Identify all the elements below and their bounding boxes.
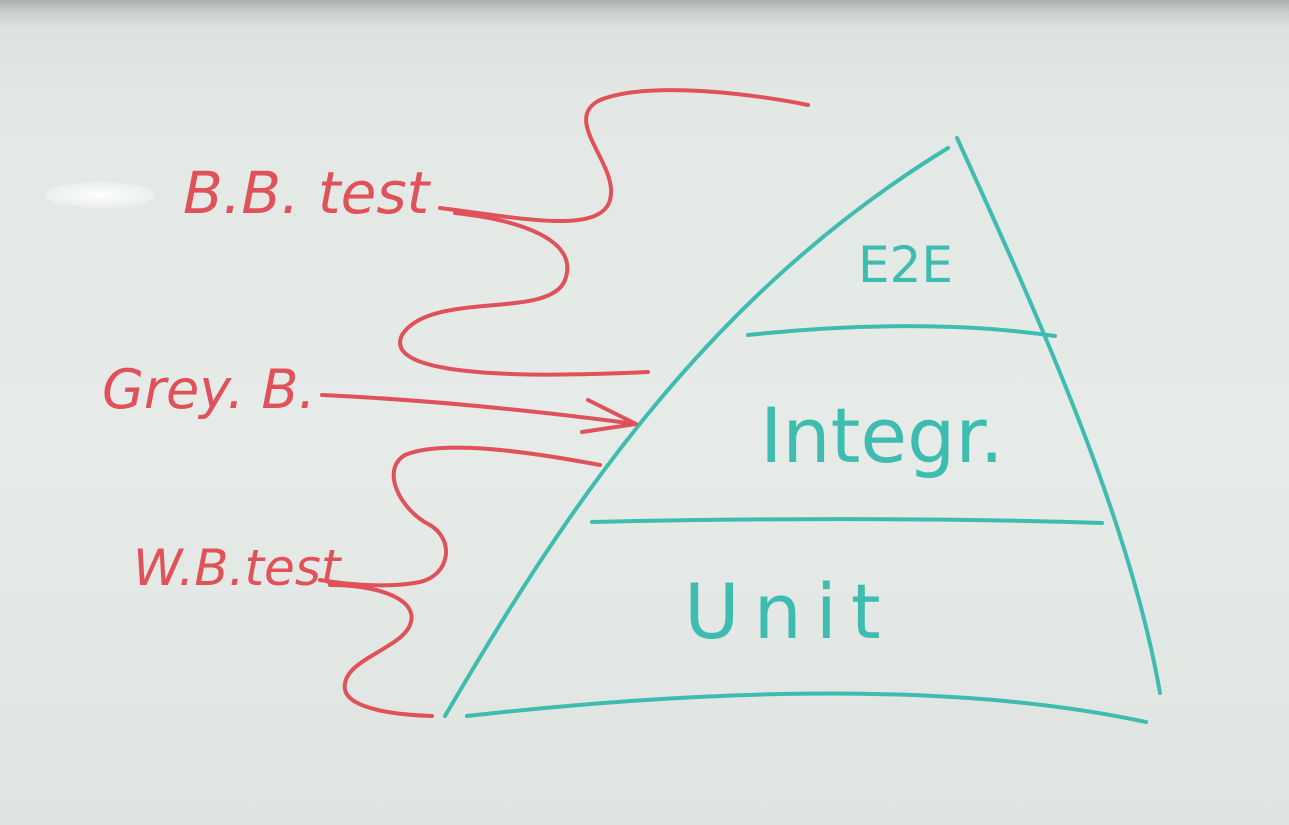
pyramid-right-edge: [955, 136, 1162, 695]
white-box-test-label: W.B.test: [133, 539, 343, 597]
white-box-curve-upper: [318, 445, 602, 588]
black-box-curve: [438, 88, 810, 224]
pyramid-left-edge: [443, 146, 950, 718]
black-box-test-label: B.B. test: [183, 159, 432, 227]
integration-label: Integr.: [760, 391, 1004, 480]
whiteboard-top-frame: [0, 0, 1289, 28]
pyramid-divider-bottom: [590, 517, 1104, 525]
grey-box-arrow-head: [580, 398, 638, 434]
pyramid-divider-top: [746, 324, 1057, 338]
e2e-label: E2E: [858, 236, 953, 294]
white-box-curve-lower: [328, 583, 434, 718]
grey-box-arrow-shaft: [320, 393, 638, 426]
pyramid-base: [465, 691, 1148, 724]
grey-box-label: Grey. B.: [102, 358, 316, 421]
light-glare: [45, 182, 155, 208]
unit-label: Unit: [684, 567, 895, 656]
black-box-swirl: [398, 211, 650, 377]
